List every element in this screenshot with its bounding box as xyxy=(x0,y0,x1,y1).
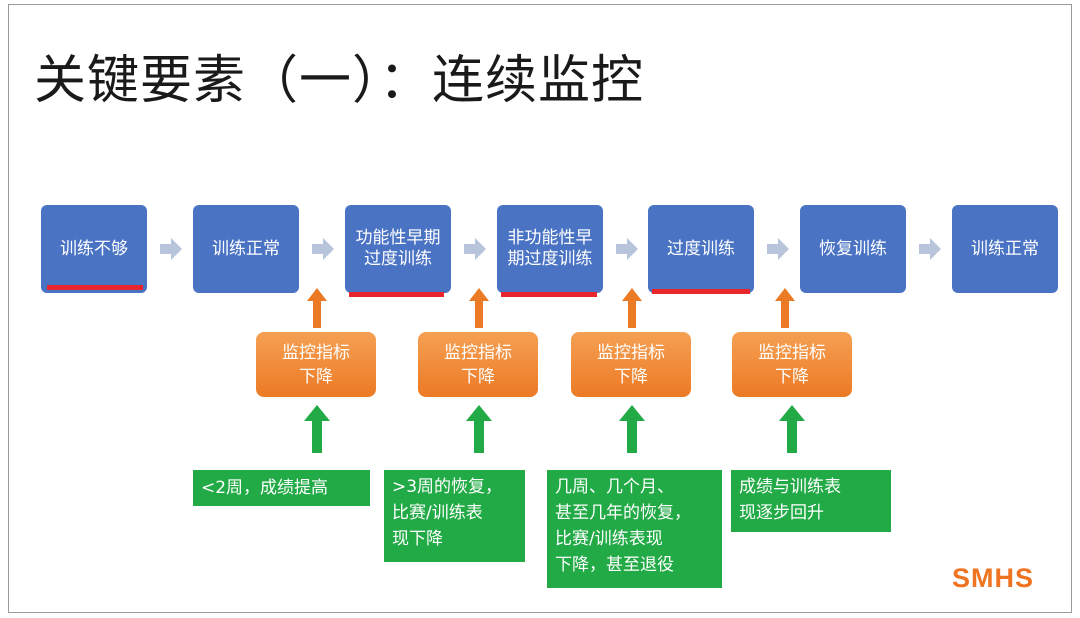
indicator-box-4: 监控指标下降 xyxy=(732,332,852,397)
right-arrow-icon xyxy=(767,238,789,260)
outcome-box-4: 成绩与训练表 现逐步回升 xyxy=(731,470,891,532)
indicator-label: 监控指标下降 xyxy=(282,342,350,387)
stage-box-4: 非功能性早期过度训练 xyxy=(497,205,603,293)
red-mark-2 xyxy=(349,292,444,297)
indicator-box-2: 监控指标下降 xyxy=(418,332,538,397)
red-mark-3 xyxy=(501,292,597,297)
stage-box-5: 过度训练 xyxy=(648,205,754,293)
indicator-box-1: 监控指标下降 xyxy=(256,332,376,397)
outcome-box-2: >3周的恢复， 比赛/训练表 现下降 xyxy=(384,470,525,562)
smhs-logo: SMHS xyxy=(952,563,1035,593)
right-arrow-icon xyxy=(919,238,941,260)
outcome-box-3: 几周、几个月、 甚至几年的恢复， 比赛/训练表现 下降，甚至退役 xyxy=(547,470,722,588)
red-mark-1 xyxy=(47,285,143,290)
green-up-arrow-icon xyxy=(619,405,645,453)
right-arrow-icon xyxy=(312,238,334,260)
stage-box-6: 恢复训练 xyxy=(800,205,906,293)
red-mark-4 xyxy=(652,289,750,294)
orange-up-arrow-icon xyxy=(307,288,327,328)
right-arrow-icon xyxy=(160,238,182,260)
outcome-box-1: <2周，成绩提高 xyxy=(193,470,370,506)
indicator-label: 监控指标下降 xyxy=(597,342,665,387)
right-arrow-icon xyxy=(464,238,486,260)
indicator-label: 监控指标下降 xyxy=(444,342,512,387)
orange-up-arrow-icon xyxy=(775,288,795,328)
orange-up-arrow-icon xyxy=(469,288,489,328)
green-up-arrow-icon xyxy=(304,405,330,453)
right-arrow-icon xyxy=(616,238,638,260)
indicator-box-3: 监控指标下降 xyxy=(571,332,691,397)
stage-box-1: 训练不够 xyxy=(41,205,147,293)
indicator-label: 监控指标下降 xyxy=(758,342,826,387)
orange-up-arrow-icon xyxy=(622,288,642,328)
green-up-arrow-icon xyxy=(779,405,805,453)
stage-box-2: 训练正常 xyxy=(193,205,299,293)
slide-title: 关键要素（一）：连续监控 xyxy=(34,51,645,111)
stage-box-3: 功能性早期过度训练 xyxy=(345,205,451,293)
slide-frame xyxy=(8,4,1072,613)
stage-box-7: 训练正常 xyxy=(952,205,1058,293)
green-up-arrow-icon xyxy=(466,405,492,453)
